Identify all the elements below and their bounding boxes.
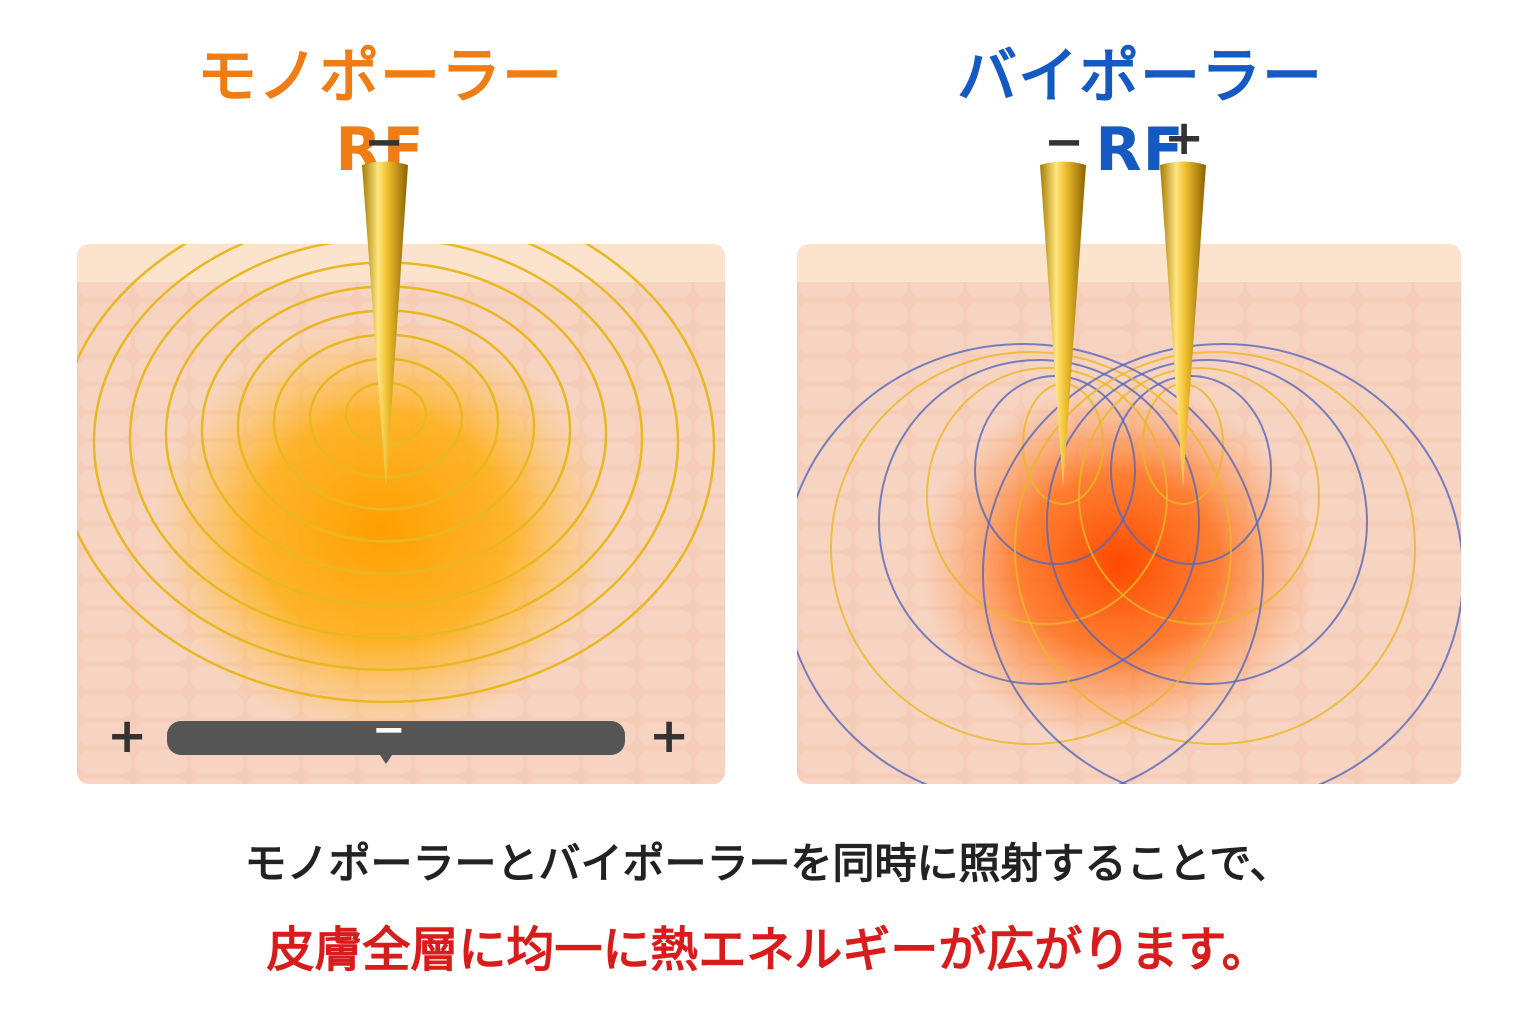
plate-left-sign: + bbox=[107, 708, 148, 764]
monopolar-field-ring bbox=[164, 261, 608, 607]
caption-line-2: 皮膚全層に均一に熱エネルギーが広がります。 bbox=[266, 922, 1270, 978]
plate-right-sign: + bbox=[649, 708, 690, 764]
bipolar-field-loop bbox=[1046, 359, 1368, 685]
monopolar-field-ring bbox=[200, 285, 572, 575]
bipolar-heat-zone bbox=[919, 384, 1319, 744]
plate-center-sign: − bbox=[372, 707, 406, 753]
monopolar-skin-panel: + − + bbox=[77, 244, 725, 784]
bipolar-field-loop bbox=[797, 343, 1264, 784]
monopolar-field-ring bbox=[272, 333, 500, 511]
bipolar-field-loop bbox=[830, 351, 1232, 745]
bipolar-field-loop bbox=[1014, 351, 1416, 745]
caption-line-1: モノポーラーとバイポーラーを同時に照射することで、 bbox=[244, 839, 1292, 888]
monopolar-field-ring bbox=[77, 244, 716, 704]
bipolar-diagram bbox=[797, 244, 1461, 784]
bipolar-field-loop bbox=[982, 343, 1461, 784]
monopolar-field-ring bbox=[92, 244, 680, 671]
bipolar-title: バイポーラーRF bbox=[957, 42, 1323, 185]
bipolar-negative-sign: − bbox=[1044, 114, 1085, 170]
monopolar-title: モノポーラーRF bbox=[197, 42, 563, 185]
bipolar-field-loop bbox=[878, 359, 1200, 685]
return-plate bbox=[167, 721, 625, 755]
monopolar-field-ring bbox=[128, 244, 644, 639]
bipolar-positive-sign: + bbox=[1164, 110, 1205, 166]
return-plate-pointer bbox=[380, 755, 392, 764]
monopolar-field-ring bbox=[308, 357, 464, 479]
bipolar-skin-panel bbox=[797, 244, 1461, 784]
monopolar-field-ring bbox=[236, 309, 536, 543]
monopolar-electrode-sign: − bbox=[364, 114, 405, 170]
monopolar-diagram bbox=[77, 244, 725, 784]
